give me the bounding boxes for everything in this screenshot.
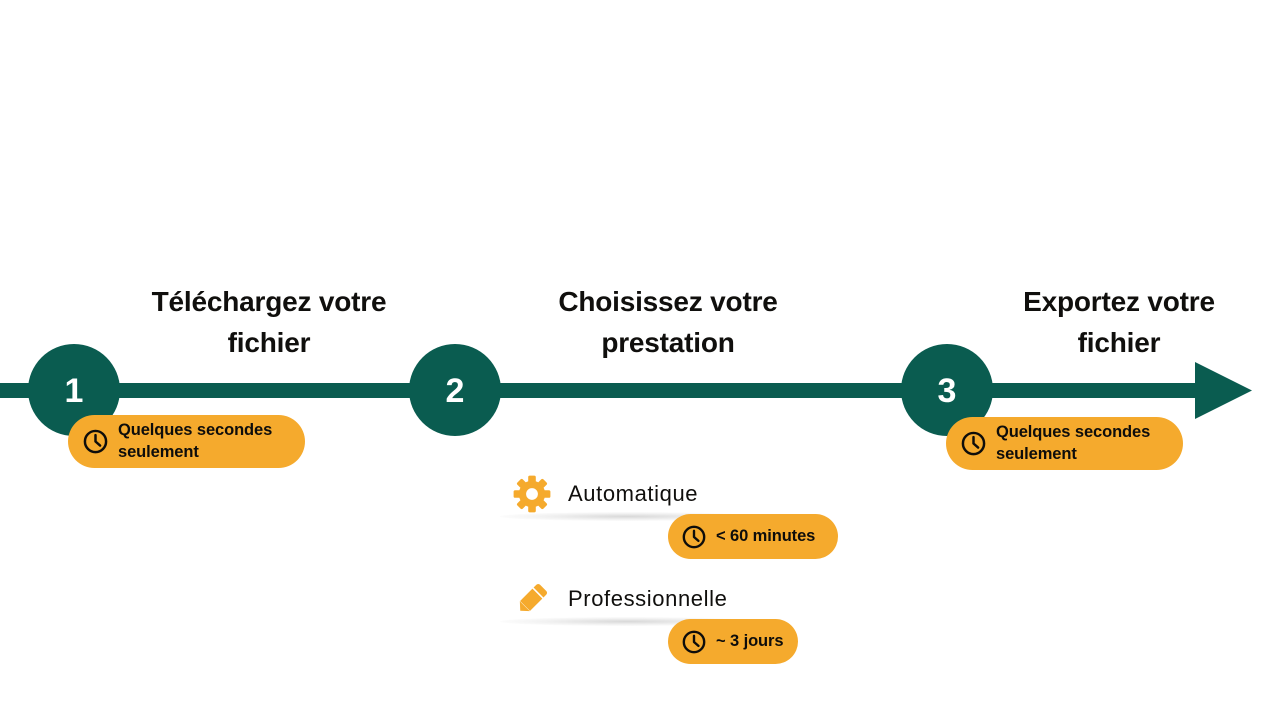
step-title-2: Choisissez votre prestation	[558, 286, 778, 358]
step-number-3: 3	[937, 372, 957, 410]
option-automatique-duration-badge[interactable]: < 60 minutes	[668, 514, 838, 559]
option-professionnelle-duration-text: ~ 3 jours	[716, 631, 784, 650]
option-label-automatique: Automatique	[568, 481, 699, 506]
option-row-professionnelle[interactable]: Professionnelle	[512, 579, 727, 619]
clock-icon	[682, 630, 706, 653]
clock-icon	[682, 525, 706, 548]
gear-icon	[513, 475, 551, 513]
step-1-duration-badge[interactable]: Quelques secondes seulement	[68, 415, 305, 468]
option-automatique-duration-text: < 60 minutes	[716, 526, 816, 545]
timeline-shaft	[0, 383, 1205, 398]
option-row-professionnelle-shadow	[500, 617, 755, 626]
option-professionnelle-duration-badge[interactable]: ~ 3 jours	[668, 619, 798, 664]
clock-icon	[961, 431, 986, 456]
pencil-icon	[519, 583, 548, 612]
step-title-3: Exportez votre fichier	[1023, 286, 1215, 358]
step-node-2[interactable]: 2	[409, 344, 501, 436]
step-number-1: 1	[64, 372, 84, 410]
step-1-duration-text: Quelques secondes seulement	[118, 420, 273, 461]
clock-icon	[83, 429, 108, 454]
option-row-automatique-shadow	[500, 512, 755, 521]
step-3-duration-badge[interactable]: Quelques secondes seulement	[946, 417, 1183, 470]
step-title-1: Téléchargez votre fichier	[151, 286, 387, 358]
option-label-professionnelle: Professionnelle	[568, 586, 728, 611]
timeline-arrowhead	[1195, 362, 1252, 419]
step-3-duration-text: Quelques secondes seulement	[996, 422, 1151, 463]
step-number-2: 2	[445, 372, 465, 410]
option-row-automatique[interactable]: Automatique	[512, 474, 698, 514]
